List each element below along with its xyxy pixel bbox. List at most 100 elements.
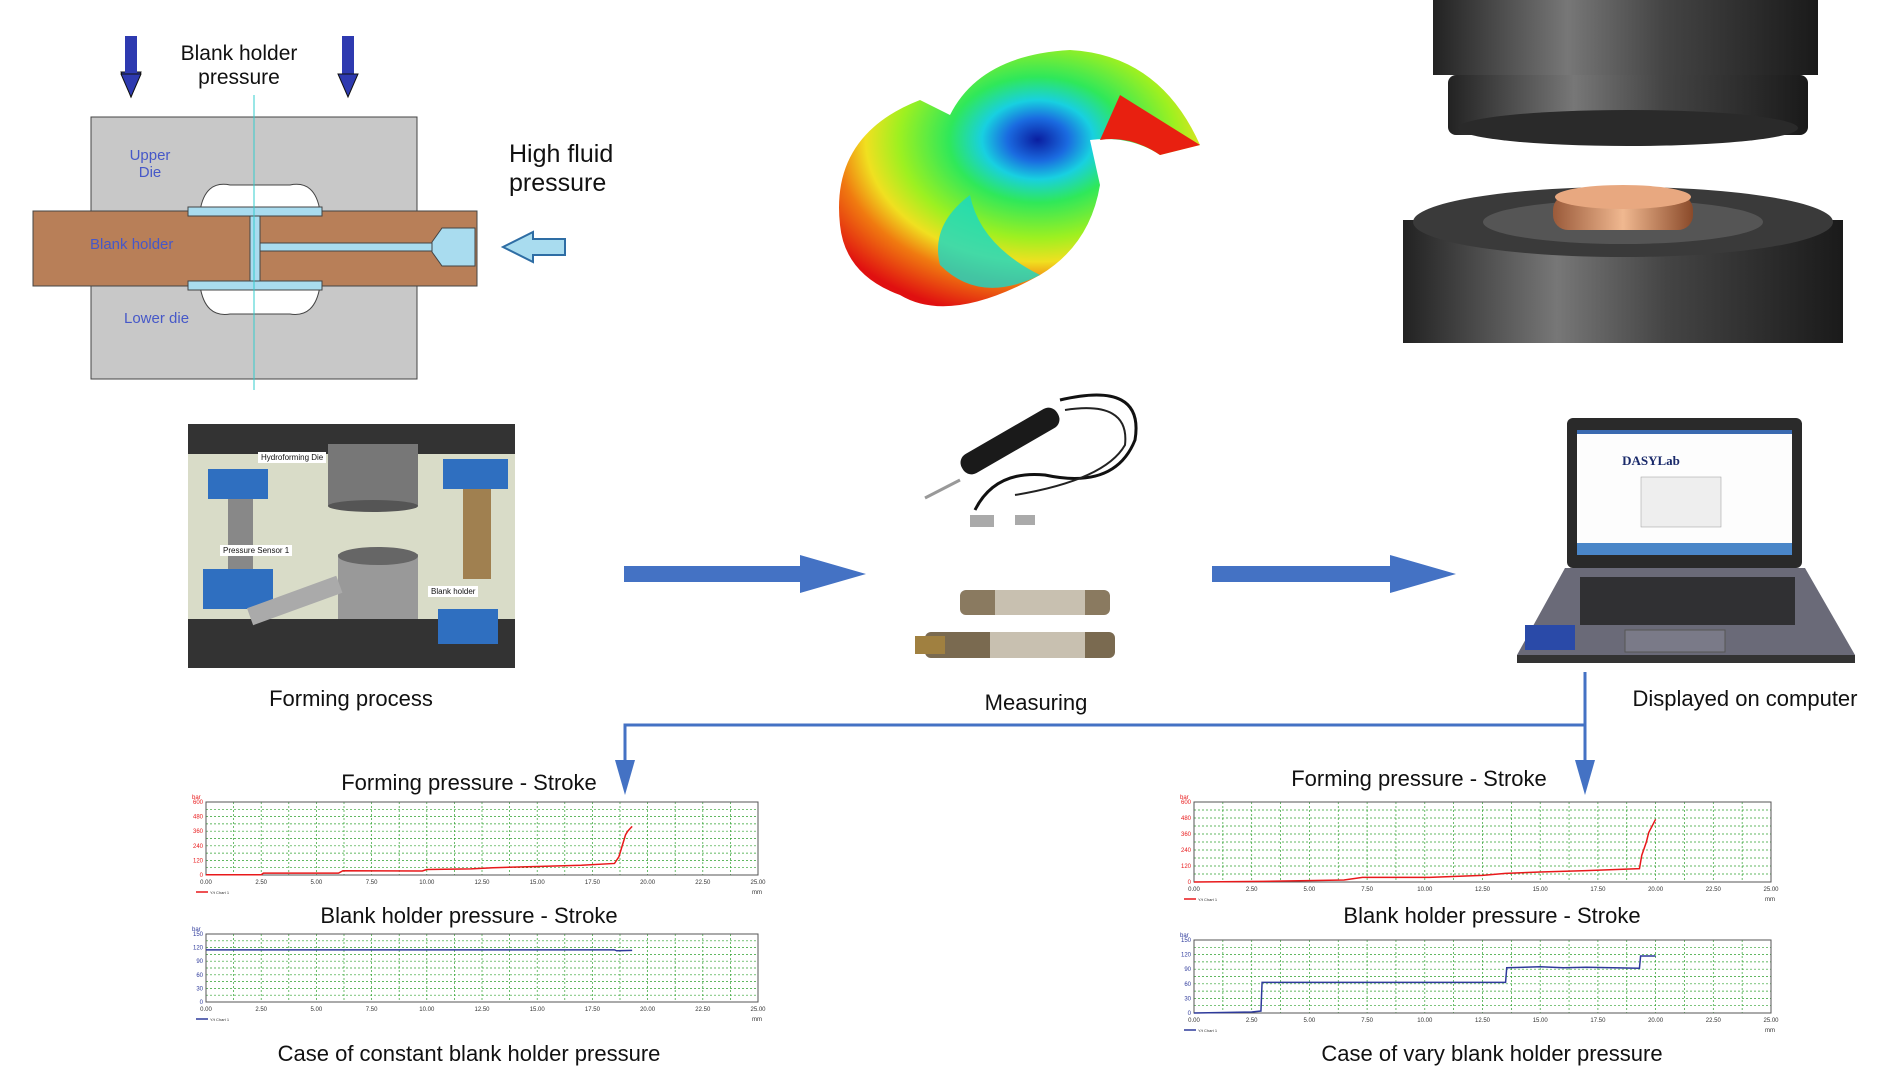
x-unit-label: mm	[752, 890, 762, 896]
y-tick-label: 360	[193, 829, 204, 835]
x-tick-label: 25.00	[750, 880, 766, 886]
x-tick-label: 0.00	[1188, 887, 1200, 893]
x-tick-label: 20.00	[640, 1007, 656, 1013]
y-tick-label: 120	[193, 946, 204, 952]
x-tick-label: 22.50	[1706, 1018, 1722, 1024]
chart-title-forming-vary: Forming pressure - Stroke	[1291, 766, 1547, 791]
plot-frame	[1193, 939, 1772, 1014]
x-tick-label: 10.00	[1417, 887, 1433, 893]
y-tick-label: 480	[1181, 816, 1192, 822]
x-tick-label: 7.50	[1361, 1018, 1373, 1024]
displacement-sensor	[960, 407, 1060, 475]
pressure-sensor-label: Pressure Sensor 1	[220, 545, 293, 556]
y-tick-label: 0	[1188, 1011, 1192, 1017]
x-tick-label: 25.00	[1763, 1018, 1779, 1024]
forming-pressure-chart-vary: bar 0 120 240 360 480 600 0.00 2.50 5.00 7.50 10.00…	[1180, 795, 1779, 903]
y-tick-label: 60	[196, 973, 203, 979]
data-series-line	[1193, 955, 1656, 1014]
y-tick-label: 150	[193, 932, 204, 938]
x-unit-label: mm	[752, 1017, 762, 1023]
fem-simulation-image	[839, 50, 1200, 307]
plot-frame	[205, 933, 759, 1003]
x-tick-label: 15.00	[1533, 1018, 1549, 1024]
x-tick-label: 22.50	[1706, 887, 1722, 893]
y-tick-label: 60	[1184, 982, 1191, 988]
plot-frame	[1193, 801, 1772, 883]
x-tick-label: 12.50	[1475, 1018, 1491, 1024]
lower-die-label: Lower die	[124, 310, 190, 327]
y-tick-label: 600	[1181, 800, 1192, 806]
data-series-line	[1193, 818, 1657, 883]
x-tick-label: 17.50	[585, 1007, 601, 1013]
dasylab-logo: DASYLab	[1622, 453, 1680, 468]
y-tick-label: 90	[196, 959, 203, 965]
plot-frame	[205, 801, 759, 876]
y-tick-label: 120	[1181, 953, 1192, 959]
high-fluid-pressure-label: High fluid pressure	[509, 140, 614, 197]
x-tick-label: 7.50	[1361, 887, 1373, 893]
x-tick-label: 0.00	[1188, 1018, 1200, 1024]
x-tick-label: 12.50	[1475, 887, 1491, 893]
press-tool-photo	[1403, 0, 1843, 343]
x-tick-label: 15.00	[1533, 887, 1549, 893]
y-tick-label: 0	[200, 1000, 204, 1006]
y-unit-label: bar	[192, 927, 201, 933]
x-tick-label: 17.50	[1590, 887, 1606, 893]
x-tick-label: 20.00	[1648, 887, 1664, 893]
y-tick-label: 120	[1181, 864, 1192, 870]
x-tick-label: 10.00	[1417, 1018, 1433, 1024]
x-tick-label: 5.00	[311, 1007, 323, 1013]
y-unit-label: bar	[1180, 933, 1189, 939]
y-unit-label: bar	[192, 795, 201, 801]
y-tick-label: 30	[196, 986, 203, 992]
y-tick-label: 360	[1181, 832, 1192, 838]
right-arrow-icon	[1212, 555, 1456, 593]
x-tick-label: 2.50	[255, 1007, 267, 1013]
x-tick-label: 17.50	[1590, 1018, 1606, 1024]
y-tick-label: 0	[200, 873, 204, 879]
x-tick-label: 5.00	[311, 880, 323, 886]
x-tick-label: 7.50	[366, 1007, 378, 1013]
x-tick-label: 25.00	[1763, 887, 1779, 893]
pressure-transducers	[915, 590, 1115, 658]
y-tick-label: 150	[1181, 938, 1192, 944]
x-tick-label: 20.00	[1648, 1018, 1664, 1024]
constant-case-caption: Case of constant blank holder pressure	[277, 1041, 661, 1066]
x-tick-label: 0.00	[200, 880, 212, 886]
chart-title-blank-vary: Blank holder pressure - Stroke	[1343, 903, 1641, 928]
x-tick-label: 5.00	[1304, 887, 1316, 893]
chart-title-blank-constant: Blank holder pressure - Stroke	[320, 903, 618, 928]
upper-die-label: Upper Die	[129, 147, 171, 181]
right-arrow-icon	[624, 555, 866, 593]
data-series-line	[206, 825, 633, 876]
displayed-caption: Displayed on computer	[1632, 686, 1858, 711]
y-tick-label: 0	[1188, 880, 1192, 886]
x-unit-label: mm	[1765, 1028, 1775, 1034]
sensors-image	[915, 393, 1138, 658]
x-tick-label: 22.50	[695, 1007, 711, 1013]
x-tick-label: 2.50	[1246, 887, 1258, 893]
x-tick-label: 15.00	[530, 1007, 546, 1013]
x-tick-label: 15.00	[530, 880, 546, 886]
x-tick-label: 22.50	[695, 880, 711, 886]
left-arrow-icon	[500, 230, 566, 264]
x-tick-label: 25.00	[750, 1007, 766, 1013]
x-tick-label: 10.00	[419, 880, 435, 886]
blank-holder-pressure-label: Blank holder pressure	[180, 42, 298, 89]
y-tick-label: 240	[193, 844, 204, 850]
y-tick-label: 90	[1184, 967, 1191, 973]
y-tick-label: 240	[1181, 848, 1192, 854]
measuring-caption: Measuring	[984, 690, 1088, 715]
y-tick-label: 120	[193, 858, 204, 864]
forming-process-caption: Forming process	[269, 686, 433, 711]
die-schematic	[32, 36, 566, 390]
y-unit-label: bar	[1180, 795, 1189, 801]
x-tick-label: 2.50	[1246, 1018, 1258, 1024]
x-tick-label: 0.00	[200, 1007, 212, 1013]
x-unit-label: mm	[1765, 897, 1775, 903]
y-tick-label: 30	[1184, 996, 1191, 1002]
x-tick-label: 20.00	[640, 880, 656, 886]
